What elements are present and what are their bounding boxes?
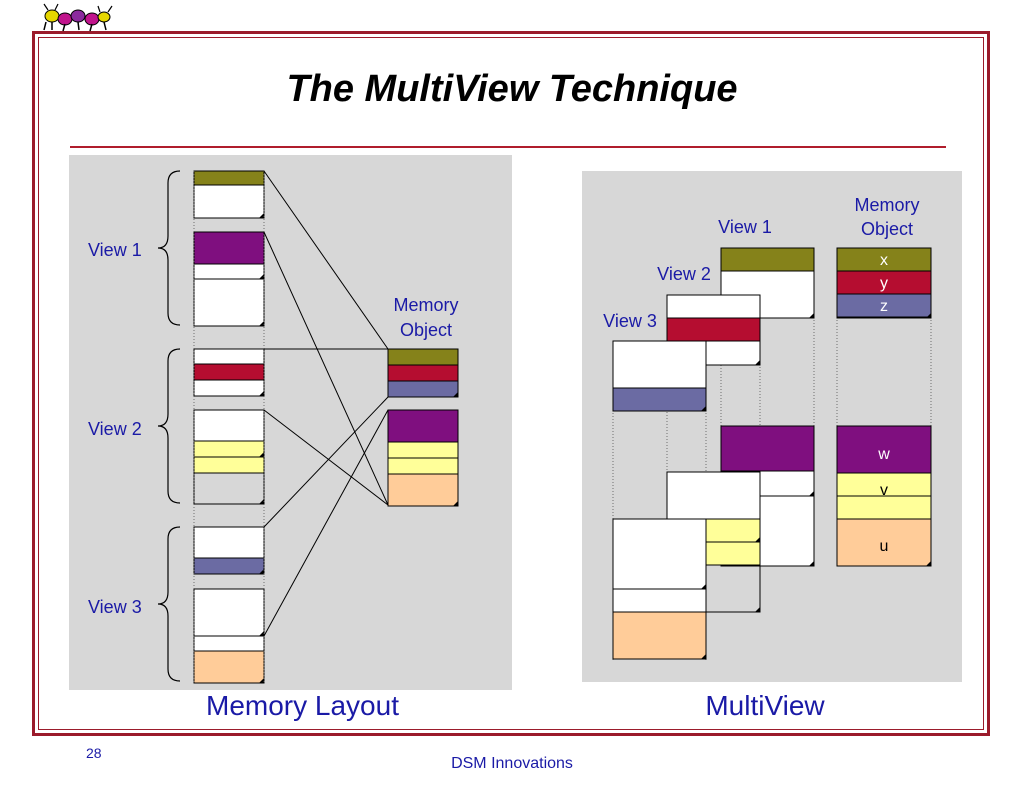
mv-v1-olive: [720, 247, 815, 272]
mv-mo-z: [836, 293, 932, 318]
mv-v3-page2: [612, 518, 707, 590]
memory-layout-caption: Memory Layout: [206, 690, 399, 721]
multiview-caption: MultiView: [705, 690, 825, 721]
v1-page3: [193, 278, 265, 327]
mo-left-slate: [387, 380, 459, 398]
footer-text: DSM Innovations: [451, 755, 573, 772]
mo-left-purple: [387, 409, 459, 443]
page-number: 28: [86, 745, 102, 761]
left-memory-object-line1: Memory: [393, 295, 458, 315]
left-view2-label: View 2: [88, 419, 142, 439]
left-memory-object-line2: Object: [400, 320, 452, 340]
var-z-label: z: [880, 298, 888, 315]
slide-title: The MultiView Technique: [286, 68, 738, 110]
var-y-label: y: [880, 275, 888, 292]
mv-v3-slate: [612, 387, 707, 412]
right-view3-label: View 3: [603, 311, 657, 331]
slide-frame-outer: [32, 31, 990, 736]
ants-logo-icon: [43, 3, 113, 32]
mapping-lines: [263, 170, 389, 637]
title-divider: [70, 146, 946, 148]
right-view1-label: View 1: [718, 217, 772, 237]
v1-purple-block: [193, 231, 265, 265]
mv-mo-u: [836, 518, 932, 567]
view1-brace: [157, 170, 181, 326]
mv-v1-purple: [720, 425, 815, 472]
mv-v2-yellow2: [705, 541, 761, 566]
right-memory-object-line2: Object: [861, 219, 913, 239]
mv-v2-yellow1: [705, 518, 761, 543]
mv-mo-w: [836, 425, 932, 474]
mv-v2-crimson: [666, 317, 761, 342]
v3-page2: [193, 588, 265, 637]
left-view3-label: View 3: [88, 597, 142, 617]
var-v-label: v: [880, 482, 888, 499]
slide-frame-inner: [38, 37, 984, 730]
var-w-label: w: [877, 446, 890, 463]
right-memory-object-line1: Memory: [854, 195, 919, 215]
mv-mo-v2: [836, 495, 932, 520]
view2-brace: [157, 348, 181, 504]
mv-v3-peach: [612, 611, 707, 660]
right-view2-label: View 2: [657, 264, 711, 284]
view3-brace: [157, 526, 181, 682]
var-u-label: u: [880, 538, 889, 555]
v3-slate-block: [193, 557, 265, 575]
var-x-label: x: [880, 252, 888, 269]
left-view1-label: View 1: [88, 240, 142, 260]
mo-left-peach: [387, 473, 459, 507]
